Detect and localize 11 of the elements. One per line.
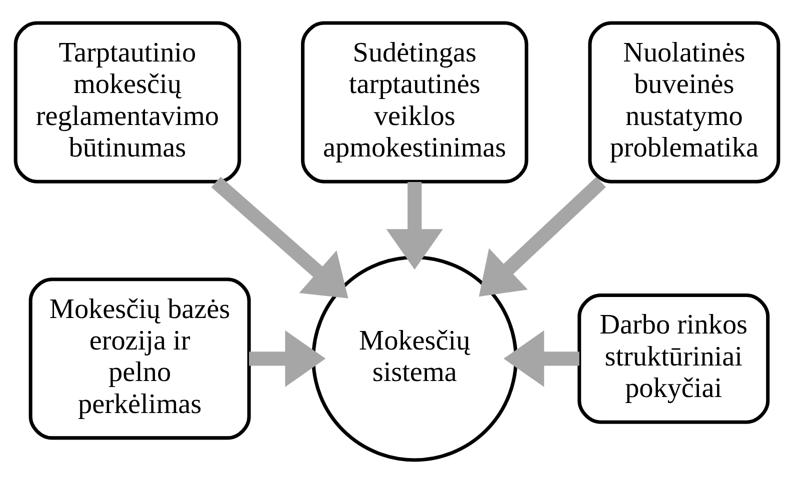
- node-box: Nuolatinės buveinės nustatymo problematika: [588, 21, 780, 184]
- arrow: [478, 176, 606, 297]
- arrow: [504, 330, 580, 387]
- arrow: [386, 182, 443, 270]
- node-box: Darbo rinkos struktūriniai pokyčiai: [578, 293, 770, 424]
- node-box: Sudėtingas tarptautinės veiklos apmokestinimas: [300, 21, 528, 184]
- node-box: Tarptautinio mokesčių reglamentavimo būtinumas: [14, 21, 242, 184]
- node-box: Mokesčių bazės erozija ir pelno perkėlimas: [28, 278, 251, 440]
- node-circle: Mokesčių sistema: [312, 256, 518, 462]
- arrow: [249, 330, 326, 387]
- arrow: [211, 176, 348, 298]
